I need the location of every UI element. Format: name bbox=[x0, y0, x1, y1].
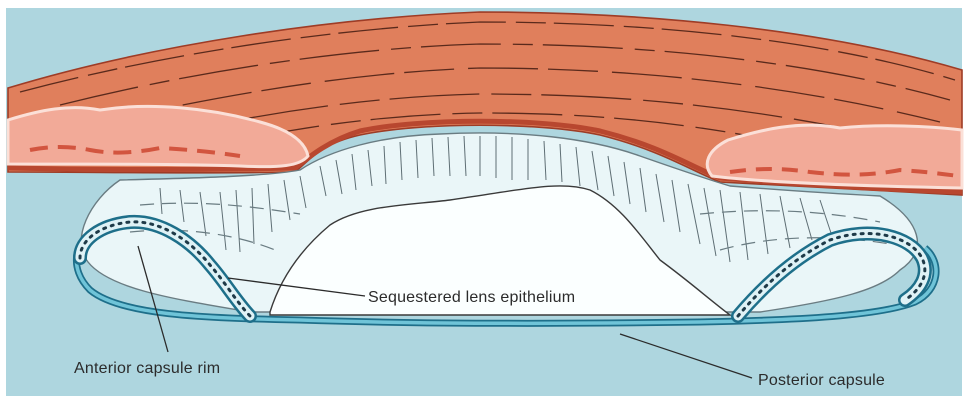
label-anterior-capsule-rim: Anterior capsule rim bbox=[74, 360, 220, 377]
top-border bbox=[0, 0, 978, 8]
label-sequestered-lens-epithelium: Sequestered lens epithelium bbox=[368, 289, 575, 306]
left-border bbox=[0, 0, 6, 396]
label-posterior-capsule: Posterior capsule bbox=[758, 372, 885, 389]
iris-right bbox=[707, 125, 962, 188]
right-border bbox=[962, 0, 978, 396]
